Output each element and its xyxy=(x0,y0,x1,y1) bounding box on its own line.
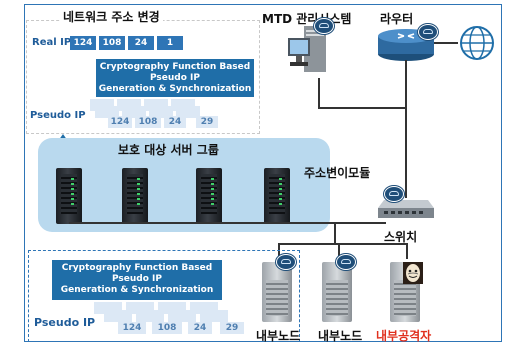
mtd-computer-icon[interactable] xyxy=(286,24,332,76)
address-module-label: 주소변이모듈 xyxy=(304,166,371,180)
crypto-line-1: Cryptography Function Based xyxy=(99,62,251,72)
crypto-line-2: Pseudo IP xyxy=(149,73,200,83)
pseudo-ip-label-top: Pseudo IP xyxy=(30,110,86,121)
crypto-line-1: Cryptography Function Based xyxy=(61,263,213,273)
protected-server-3[interactable] xyxy=(196,168,222,224)
pseudo-ip-ghost-row xyxy=(95,106,119,118)
router-cloud-icon xyxy=(418,24,438,40)
switch-cloud-icon xyxy=(384,186,404,202)
internal-node-2[interactable] xyxy=(322,262,352,322)
server-drop-1 xyxy=(69,222,71,224)
real-ip-label: Real IP xyxy=(32,37,72,48)
attacker-mask-icon xyxy=(403,262,423,284)
node-drop-3 xyxy=(406,243,408,259)
node-drop-2 xyxy=(338,243,340,259)
internal-node-2-cloud-icon xyxy=(336,254,356,270)
pseudo-ip-ghost-row xyxy=(149,106,173,118)
crypto-line-3: Generation & Synchronization xyxy=(60,285,214,295)
server-bus-line xyxy=(70,222,386,224)
internal-attacker-label: 내부공격자 xyxy=(376,329,432,343)
pseudo-ip-octet-2: 108 xyxy=(135,116,161,128)
switch-label: 스위치 xyxy=(384,230,418,244)
real-ip-octet-2: 108 xyxy=(99,36,125,50)
crypto-line-3: Generation & Synchronization xyxy=(98,84,252,94)
server-drop-2 xyxy=(135,222,137,224)
router-to-internet-line xyxy=(434,42,458,44)
pseudo-ip-octet-1: 124 xyxy=(108,116,132,128)
real-ip-octet-4: 1 xyxy=(157,36,183,50)
pseudo-ip-label-bottom: Pseudo IP xyxy=(34,316,96,329)
pseudo-ip-octet-3: 24 xyxy=(188,322,212,334)
protected-server-4[interactable] xyxy=(264,168,290,224)
real-ip-octet-1: 124 xyxy=(70,36,96,50)
real-ip-octet-3: 24 xyxy=(128,36,154,50)
pseudo-ip-octet-1: 124 xyxy=(118,322,146,334)
pseudo-ip-ghost-row xyxy=(200,310,228,322)
pseudo-ip-octet-4: 29 xyxy=(196,116,218,128)
crypto-function-box-bottom: Cryptography Function Based Pseudo IP Ge… xyxy=(52,260,222,300)
pseudo-ip-ghost-row xyxy=(122,106,146,118)
internal-node-1[interactable] xyxy=(262,262,292,322)
switch-down-line xyxy=(334,222,336,244)
pseudo-ip-ghost-row xyxy=(104,310,132,322)
mtd-cloud-icon xyxy=(314,18,334,34)
bottom-bus-line xyxy=(278,243,408,245)
pseudo-ip-octet-4: 29 xyxy=(220,322,244,334)
pseudo-ip-ghost-row xyxy=(176,106,200,118)
internal-node-1-label: 내부노드 xyxy=(256,329,301,343)
crypto-line-2: Pseudo IP xyxy=(111,274,162,284)
switch-icon[interactable] xyxy=(378,196,434,222)
pseudo-ip-ghost-row xyxy=(136,310,164,322)
internet-globe-icon xyxy=(460,26,494,60)
pseudo-ip-octet-2: 108 xyxy=(152,322,182,334)
internal-node-1-cloud-icon xyxy=(276,254,296,270)
internal-node-2-label: 내부노드 xyxy=(318,329,363,343)
pseudo-ip-octet-3: 24 xyxy=(164,116,186,128)
server-group-title: 보호 대상 서버 그룹 xyxy=(118,143,219,157)
node-drop-1 xyxy=(278,243,280,259)
protected-server-1[interactable] xyxy=(56,168,82,224)
bottom-pseudo-panel xyxy=(28,250,300,342)
mtd-to-switch-line xyxy=(318,78,320,108)
mtd-router-link xyxy=(318,107,406,109)
router-label: 라우터 xyxy=(380,12,414,26)
crypto-function-box-top: Cryptography Function Based Pseudo IP Ge… xyxy=(96,59,254,97)
protected-server-2[interactable] xyxy=(122,168,148,224)
router-down-line xyxy=(405,60,407,198)
pseudo-ip-ghost-row xyxy=(168,310,196,322)
address-change-title: 네트워크 주소 변경 xyxy=(60,8,163,25)
